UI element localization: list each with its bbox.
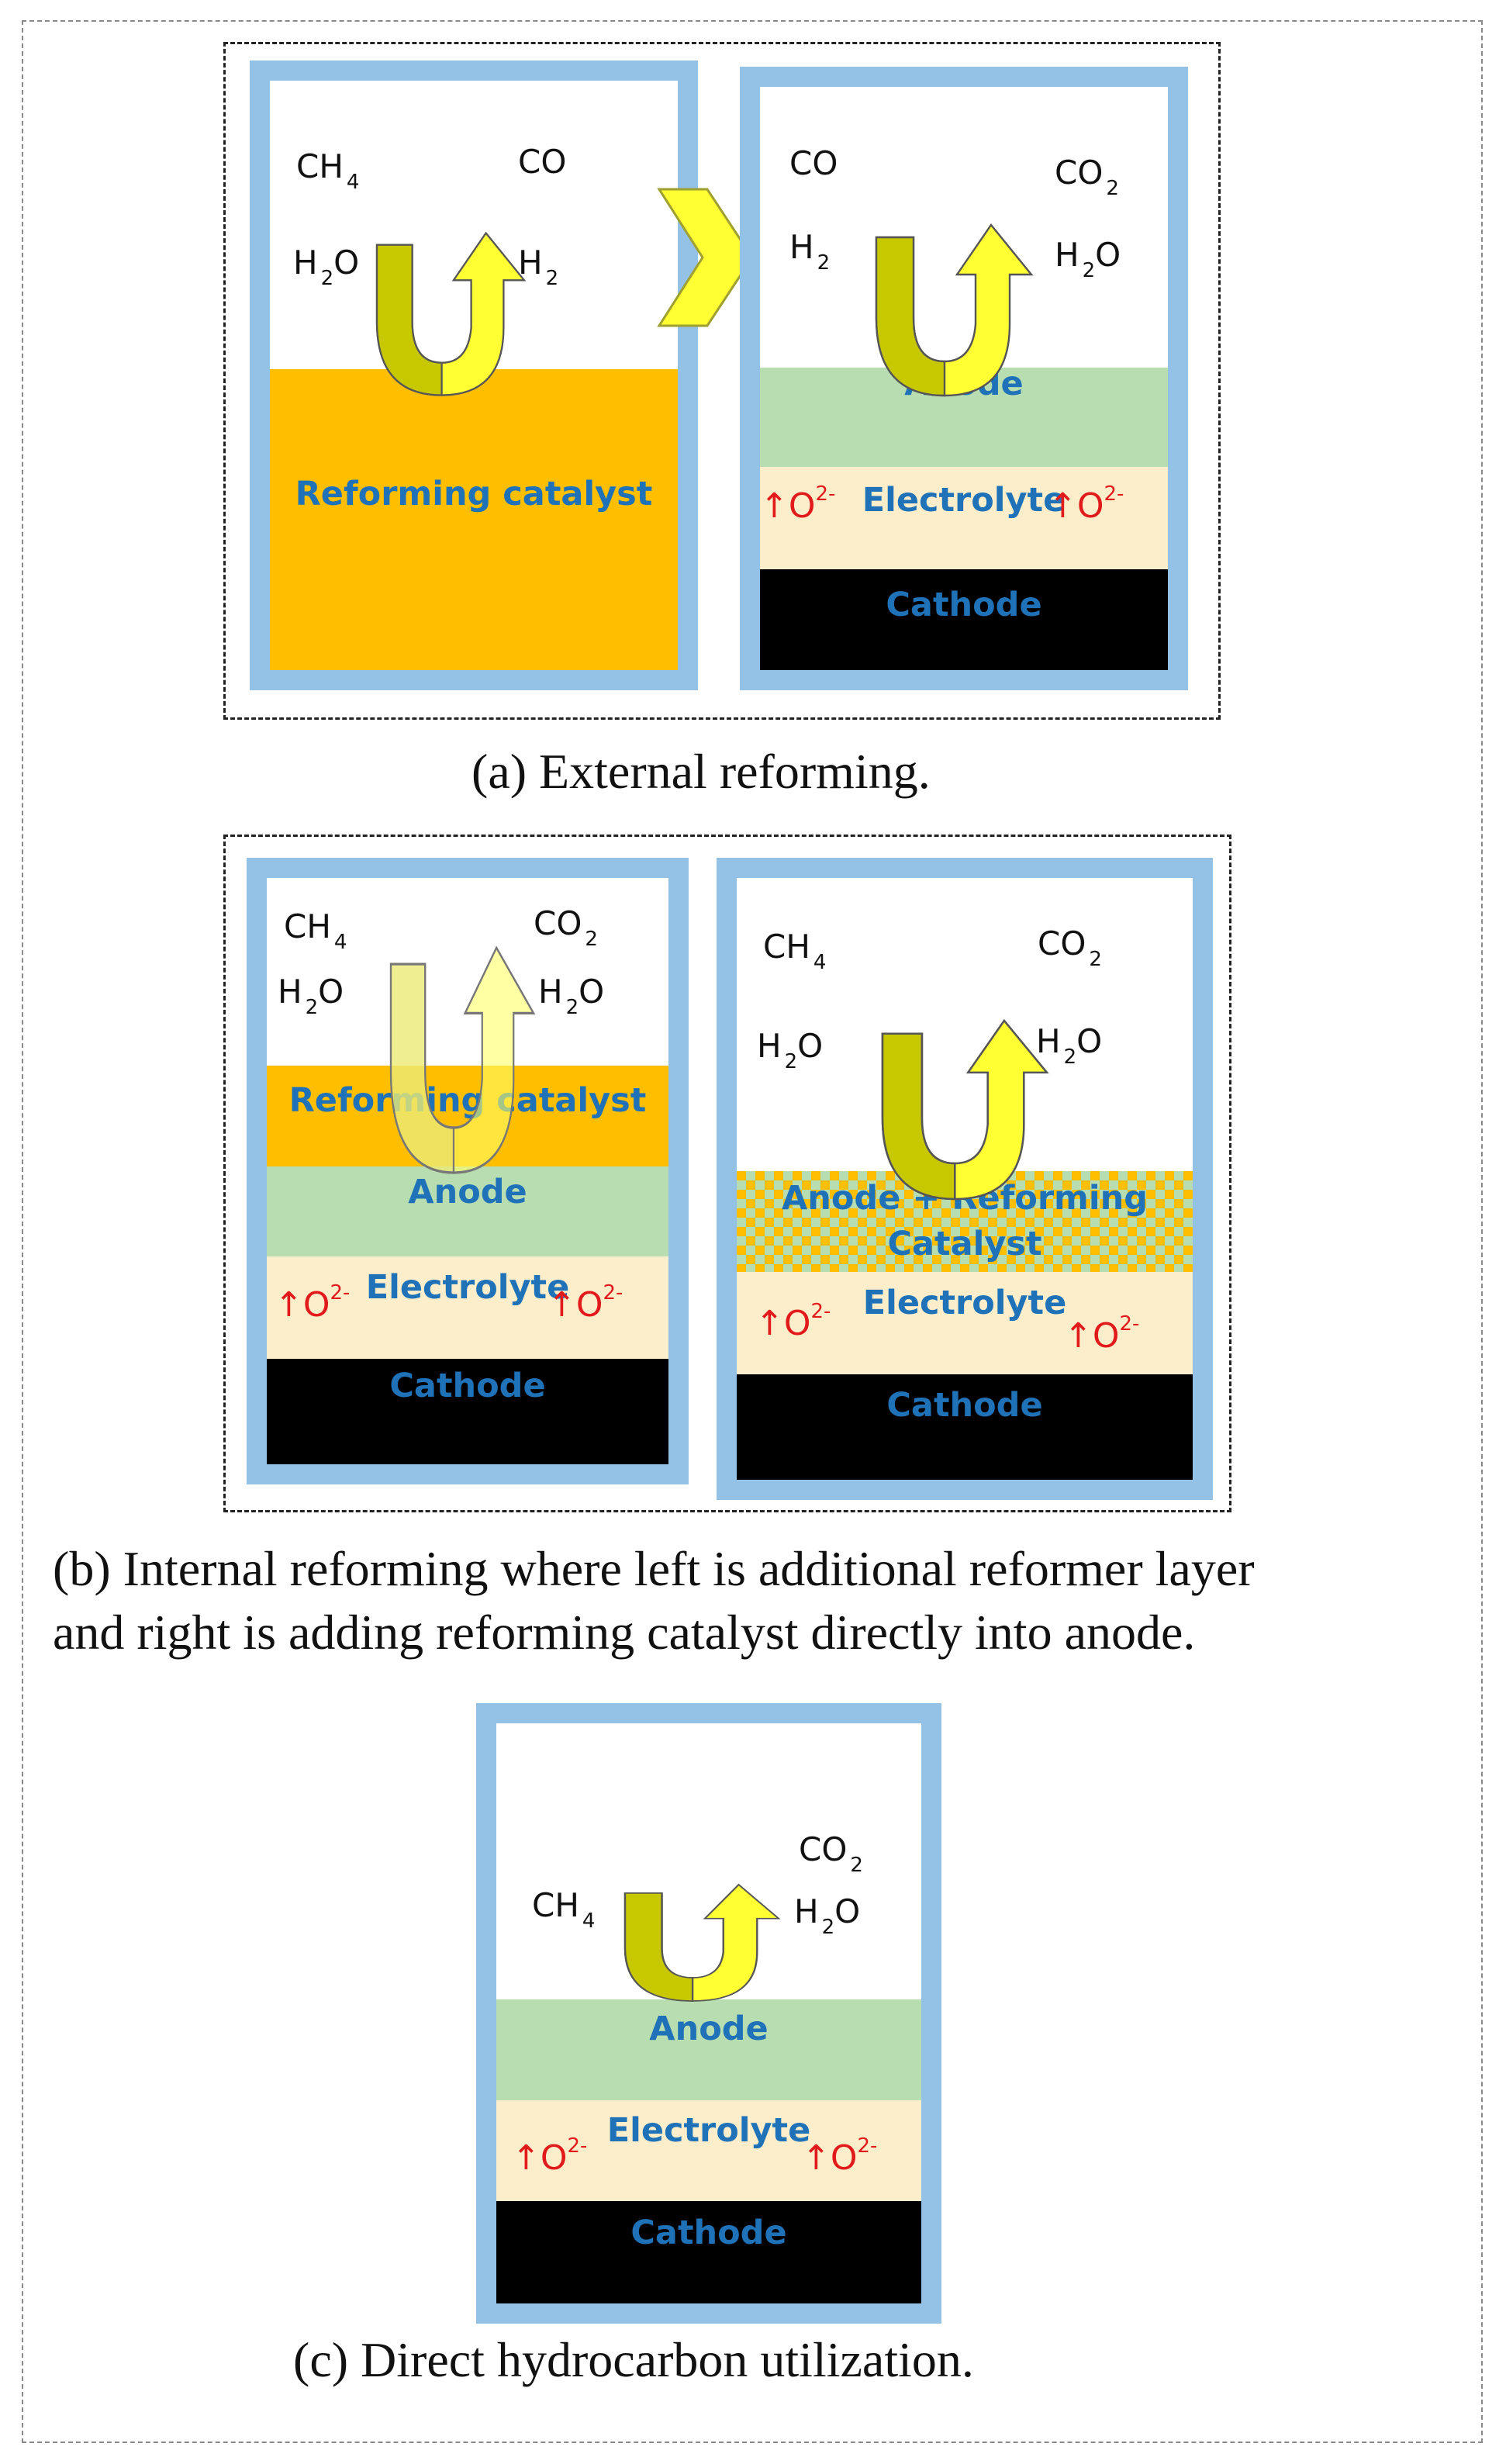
reaction-u-arrow-icon xyxy=(375,231,527,396)
caption-b-line2: and right is adding reforming catalyst d… xyxy=(53,1605,1196,1660)
electrolyte-layer: Electrolyte xyxy=(496,2100,921,2201)
electrolyte-layer: Electrolyte xyxy=(760,467,1168,569)
electrolyte-label: Electrolyte xyxy=(862,481,1066,520)
caption-b-line1: (b) Internal reforming where left is add… xyxy=(53,1541,1255,1596)
cathode-layer: Cathode xyxy=(267,1359,668,1464)
reaction-u-arrow-icon xyxy=(881,1018,1049,1201)
electrolyte-layer: Electrolyte xyxy=(267,1256,668,1359)
oxygen-ion-left: ↑O2- xyxy=(512,2134,588,2178)
electrolyte-label: Electrolyte xyxy=(606,2111,811,2151)
gas-co: CO xyxy=(789,144,838,182)
anode-label: Anode xyxy=(408,1173,527,1212)
oxygen-ion-left: ↑O2- xyxy=(755,1300,831,1343)
panel-a-box xyxy=(223,42,1221,720)
caption-a: (a) External reforming. xyxy=(471,744,931,799)
electrolyte-label: Electrolyte xyxy=(862,1284,1067,1323)
electrolyte-layer: Electrolyte xyxy=(737,1272,1193,1374)
figure-frame xyxy=(22,20,1483,2443)
reaction-u-arrow-icon xyxy=(623,1883,781,2002)
cathode-layer: Cathode xyxy=(737,1374,1193,1480)
chevron-right-icon xyxy=(657,188,754,327)
oxygen-ion-right: ↑O2- xyxy=(802,2134,878,2178)
oxygen-ion-right: ↑O2- xyxy=(1064,1312,1140,1356)
cathode-label: Cathode xyxy=(886,1386,1043,1426)
cathode-label: Cathode xyxy=(630,2213,787,2253)
caption-c: (c) Direct hydrocarbon utilization. xyxy=(293,2332,974,2387)
anode-layer: Anode xyxy=(267,1166,668,1256)
cathode-layer: Cathode xyxy=(760,569,1168,670)
anode-layer: Anode xyxy=(496,1999,921,2100)
anode-label: Anode xyxy=(649,2010,769,2049)
reaction-u-arrow-icon xyxy=(875,223,1034,397)
oxygen-ion-left: ↑O2- xyxy=(275,1281,351,1325)
cathode-label: Cathode xyxy=(389,1367,546,1406)
oxygen-ion-right: ↑O2- xyxy=(1048,482,1124,526)
reforming-catalyst-label: Reforming catalyst xyxy=(288,1081,647,1121)
reforming-catalyst-layer: Reforming catalyst xyxy=(270,369,678,670)
oxygen-ion-right: ↑O2- xyxy=(547,1281,623,1325)
cathode-layer: Cathode xyxy=(496,2201,921,2303)
anode-catalyst-label-line2: Catalyst xyxy=(887,1225,1042,1263)
reforming-catalyst-label: Reforming catalyst xyxy=(295,475,653,514)
cathode-label: Cathode xyxy=(886,586,1042,625)
gas-co: CO xyxy=(518,143,567,181)
electrolyte-label: Electrolyte xyxy=(365,1268,570,1308)
reaction-u-arrow-icon xyxy=(389,945,536,1174)
panel-b-box xyxy=(223,835,1231,1512)
oxygen-ion-left: ↑O2- xyxy=(760,482,836,526)
